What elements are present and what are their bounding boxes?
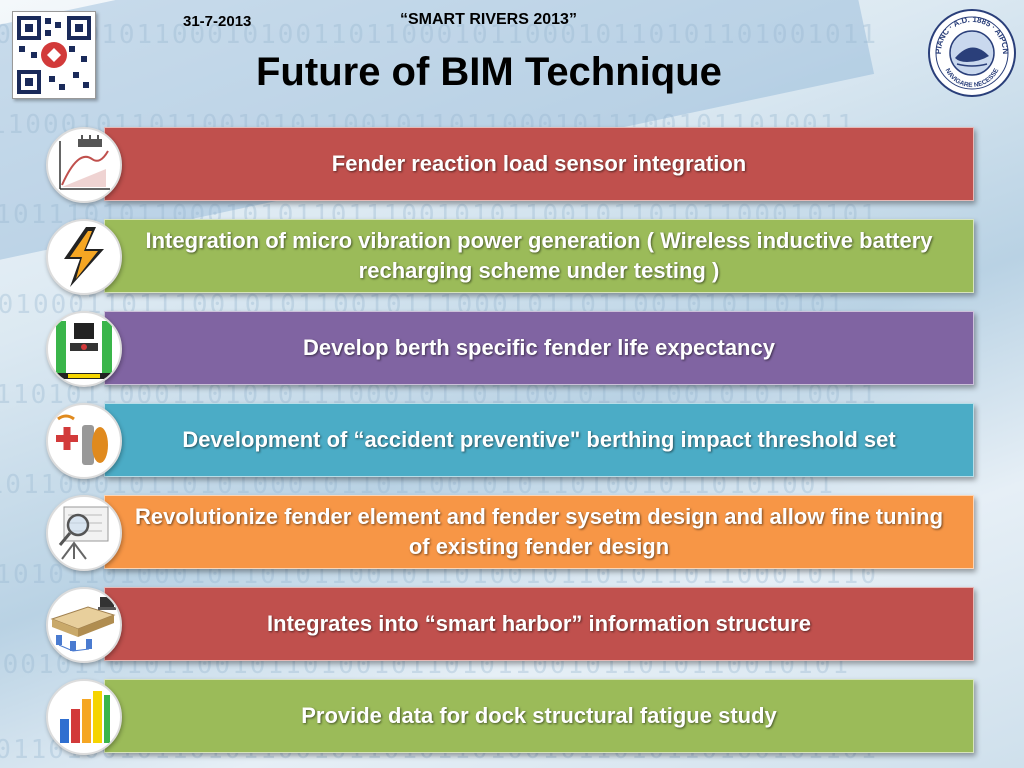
item-bar: Fender reaction load sensor integration bbox=[104, 127, 974, 201]
list-item: Fender reaction load sensor integration bbox=[46, 127, 974, 203]
item-text: Provide data for dock structural fatigue… bbox=[301, 703, 777, 728]
item-bar: Revolutionize fender element and fender … bbox=[104, 495, 974, 569]
list-item: Integration of micro vibration power gen… bbox=[46, 219, 974, 295]
page-title: Future of BIM Technique bbox=[256, 50, 722, 94]
header-date: 31-7-2013 bbox=[183, 13, 252, 30]
item-bar: Development of “accident preventive" ber… bbox=[104, 403, 974, 477]
item-bar: Integrates into “smart harbor” informati… bbox=[104, 587, 974, 661]
lightning-icon bbox=[46, 219, 122, 295]
bar-chart-icon bbox=[46, 679, 122, 755]
fender-test-icon bbox=[46, 311, 122, 387]
item-text: Development of “accident preventive" ber… bbox=[182, 427, 896, 452]
item-bar: Provide data for dock structural fatigue… bbox=[104, 679, 974, 753]
item-text: Develop berth specific fender life expec… bbox=[303, 335, 775, 360]
network-structure-icon bbox=[46, 587, 122, 663]
item-text: Revolutionize fender element and fender … bbox=[134, 504, 944, 559]
list-item: Develop berth specific fender life expec… bbox=[46, 311, 974, 387]
list-item: Provide data for dock structural fatigue… bbox=[46, 679, 974, 755]
pianc-logo: PIANC · A.D. 1885 · AIPCN NAVIGARE NECES… bbox=[927, 8, 1017, 98]
item-text: Integrates into “smart harbor” informati… bbox=[267, 611, 811, 636]
design-magnifier-icon bbox=[46, 495, 122, 571]
conference-name: “SMART RIVERS 2013” bbox=[400, 11, 577, 28]
item-text: Integration of micro vibration power gen… bbox=[145, 228, 933, 283]
item-bar: Integration of micro vibration power gen… bbox=[104, 219, 974, 293]
first-aid-icon bbox=[46, 403, 122, 479]
list-item: Integrates into “smart harbor” informati… bbox=[46, 587, 974, 663]
list-item: Revolutionize fender element and fender … bbox=[46, 495, 974, 571]
load-graph-icon bbox=[46, 127, 122, 203]
item-bar: Develop berth specific fender life expec… bbox=[104, 311, 974, 385]
qr-code[interactable] bbox=[12, 11, 96, 99]
list-item: Development of “accident preventive" ber… bbox=[46, 403, 974, 479]
item-text: Fender reaction load sensor integration bbox=[331, 151, 747, 176]
